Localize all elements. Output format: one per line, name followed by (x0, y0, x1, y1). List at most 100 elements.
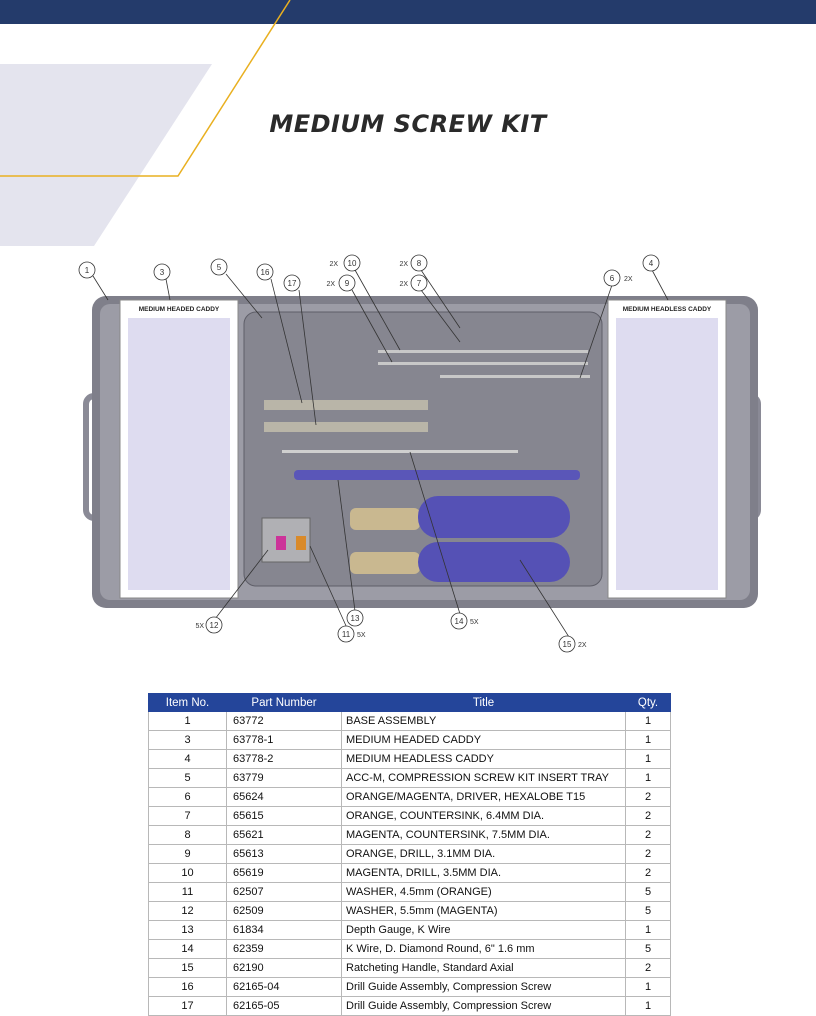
title-cell: ORANGE, DRILL, 3.1MM DIA. (341, 844, 626, 864)
item-no-cell: 17 (148, 996, 227, 1016)
title-cell: MEDIUM HEADLESS CADDY (341, 749, 626, 769)
callout-5: 5 (210, 258, 228, 276)
title-cell: BASE ASSEMBLY (341, 711, 626, 731)
part-number-cell: 65615 (226, 806, 342, 826)
svg-text:5X: 5X (195, 623, 204, 630)
item-no-cell: 11 (148, 882, 227, 902)
qty-cell: 2 (625, 787, 671, 807)
svg-text:2X: 2X (624, 276, 633, 283)
deco-accent-line (0, 0, 291, 177)
svg-text:15: 15 (563, 640, 572, 649)
qty-cell: 2 (625, 844, 671, 864)
part-number-cell: 65621 (226, 825, 342, 845)
callout-15: 15 2X (558, 635, 587, 653)
svg-text:2X: 2X (329, 261, 338, 268)
svg-text:12: 12 (210, 621, 219, 630)
svg-text:13: 13 (351, 614, 360, 623)
callout-9: 2X 9 (326, 274, 356, 292)
ratcheting-handle-1 (418, 496, 570, 538)
tray-illustration: MEDIUM HEADED CADDY MEDIUM HEADLESS CADD… (78, 254, 761, 653)
header-item-no: Item No. (148, 693, 227, 712)
left-caddy-title: MEDIUM HEADED CADDY (139, 306, 220, 313)
qty-cell: 2 (625, 863, 671, 883)
svg-text:16: 16 (261, 268, 270, 277)
washer-magenta (276, 536, 286, 550)
item-no-cell: 7 (148, 806, 227, 826)
part-number-cell: 63778-1 (226, 730, 342, 750)
title-cell: WASHER, 5.5mm (MAGENTA) (341, 901, 626, 921)
part-number-cell: 65613 (226, 844, 342, 864)
title-cell: Drill Guide Assembly, Compression Screw (341, 977, 626, 997)
callout-6: 6 2X (603, 269, 633, 287)
drill-3 (440, 375, 590, 378)
part-number-cell: 63778-2 (226, 749, 342, 769)
svg-text:5X: 5X (470, 619, 479, 626)
qty-cell: 2 (625, 958, 671, 978)
qty-cell: 1 (625, 977, 671, 997)
callout-10: 2X 10 (329, 254, 361, 272)
qty-cell: 5 (625, 901, 671, 921)
washer-orange (296, 536, 306, 550)
callout-4: 4 (642, 254, 660, 272)
part-number-cell: 61834 (226, 920, 342, 940)
svg-text:14: 14 (455, 617, 464, 626)
svg-text:1: 1 (85, 266, 90, 275)
svg-text:9: 9 (345, 279, 350, 288)
bom-header-row: Item No. Part Number Title Qty. (148, 693, 671, 712)
leader-lines (92, 269, 669, 638)
qty-cell: 1 (625, 996, 671, 1016)
header-qty: Qty. (625, 693, 671, 712)
item-no-cell: 15 (148, 958, 227, 978)
callout-3: 3 (153, 263, 171, 281)
item-no-cell: 4 (148, 749, 227, 769)
handle-2-connector (350, 552, 420, 574)
callout-1: 1 (78, 261, 96, 279)
qty-cell: 5 (625, 882, 671, 902)
callout-14: 14 5X (450, 612, 479, 630)
header-title: Title (341, 693, 626, 712)
item-no-cell: 1 (148, 711, 227, 731)
decorative-shapes (0, 0, 291, 246)
left-caddy-grid (128, 318, 230, 590)
qty-cell: 2 (625, 825, 671, 845)
drill-2 (378, 362, 588, 365)
item-no-cell: 16 (148, 977, 227, 997)
svg-text:11: 11 (342, 630, 351, 639)
qty-cell: 1 (625, 768, 671, 788)
right-caddy-title: MEDIUM HEADLESS CADDY (623, 306, 712, 313)
part-number-cell: 65619 (226, 863, 342, 883)
title-cell: ACC-M, COMPRESSION SCREW KIT INSERT TRAY (341, 768, 626, 788)
item-no-cell: 8 (148, 825, 227, 845)
header-part-number: Part Number (226, 693, 342, 712)
callout-17: 17 (283, 274, 301, 292)
svg-text:2X: 2X (399, 261, 408, 268)
item-no-cell: 12 (148, 901, 227, 921)
svg-text:3: 3 (160, 268, 165, 277)
qty-cell: 5 (625, 939, 671, 959)
part-number-cell: 62509 (226, 901, 342, 921)
svg-text:2X: 2X (399, 281, 408, 288)
callout-13: 13 (346, 609, 364, 627)
svg-text:7: 7 (417, 279, 422, 288)
drill-1 (378, 350, 588, 353)
svg-text:2X: 2X (578, 642, 587, 649)
title-cell: ORANGE, COUNTERSINK, 6.4MM DIA. (341, 806, 626, 826)
part-number-cell: 62165-05 (226, 996, 342, 1016)
item-no-cell: 9 (148, 844, 227, 864)
handle-1-connector (350, 508, 420, 530)
item-no-cell: 13 (148, 920, 227, 940)
title-cell: Ratcheting Handle, Standard Axial (341, 958, 626, 978)
